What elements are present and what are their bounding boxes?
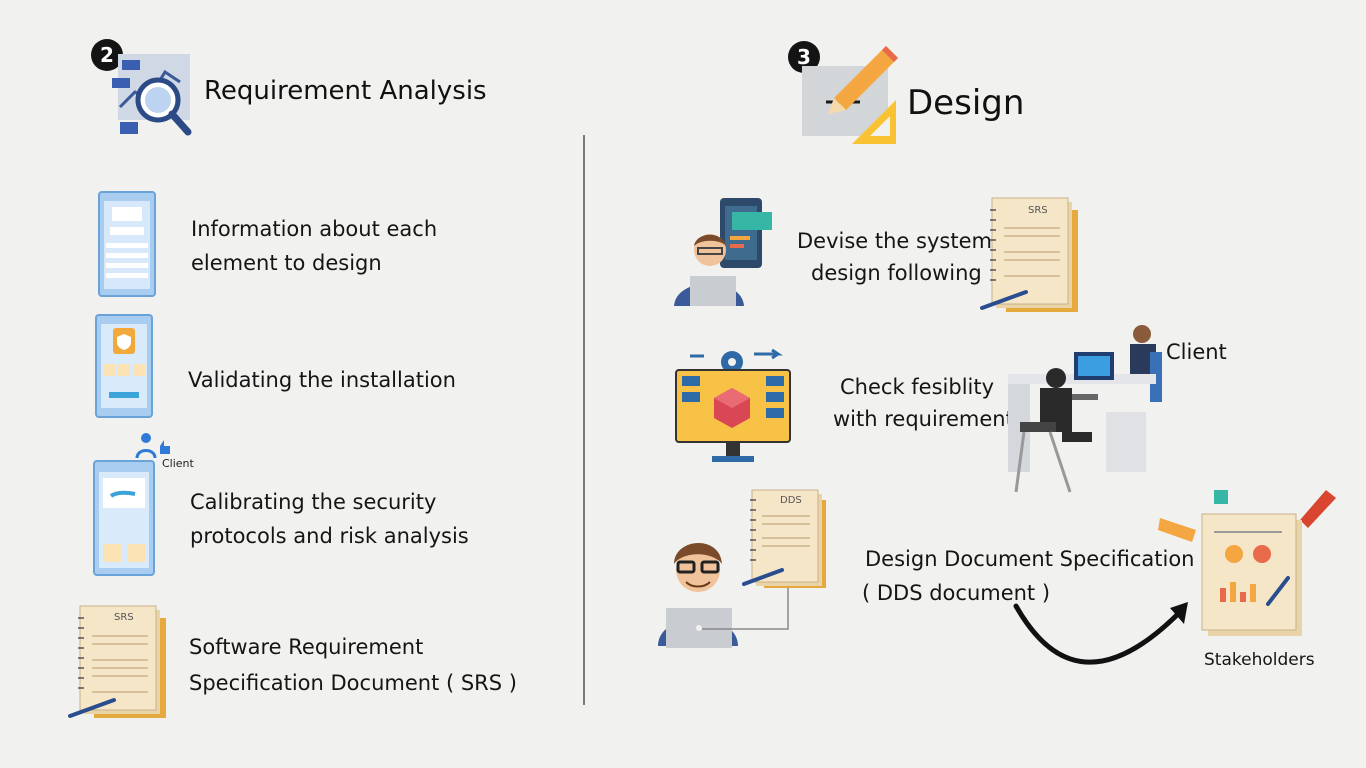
right-item-2-line1: Check fesiblity <box>840 375 995 399</box>
dds-document-label: DDS <box>780 495 802 506</box>
phone-risk-icon <box>93 460 155 576</box>
stakeholders-label: Stakeholders <box>1204 650 1315 670</box>
client-label: Client <box>1166 340 1227 364</box>
left-item-3-line1: Calibrating the security <box>190 490 437 514</box>
step-3-badge: 3 <box>788 41 820 73</box>
design-pencil-ruler-icon <box>802 46 898 144</box>
step-2-badge: 2 <box>91 39 123 71</box>
analysis-magnifier-icon <box>112 54 192 136</box>
client-meeting-illustration <box>1008 325 1162 493</box>
client-tag-label: Client <box>162 457 194 470</box>
right-item-2-line2: with requirements <box>833 407 1025 431</box>
section-divider <box>583 135 585 705</box>
left-item-3-line2: protocols and risk analysis <box>190 524 469 548</box>
dds-document-icon <box>742 489 826 588</box>
srs-document-icon <box>68 605 166 718</box>
stakeholders-report-icon <box>1158 490 1336 636</box>
developer-coding-icon <box>674 198 772 306</box>
design-heading: Design <box>907 83 1025 123</box>
right-item-1-line2: design following <box>811 261 982 285</box>
requirement-analysis-heading: Requirement Analysis <box>204 76 487 106</box>
right-item-3-line2: ( DDS document ) <box>862 581 1051 605</box>
right-item-1-line1: Devise the system <box>797 229 992 253</box>
right-item-3-line1: Design Document Specification <box>865 547 1195 571</box>
client-user-icon <box>135 433 170 459</box>
srs-document-icon-right <box>980 197 1078 312</box>
srs-document-label: SRS <box>114 612 134 623</box>
left-item-2-line1: Validating the installation <box>188 368 456 392</box>
phone-security-icon <box>95 314 153 418</box>
left-item-1-line1: Information about each <box>191 217 438 241</box>
monitor-cube-icon <box>675 348 791 462</box>
phone-wireframe-icon <box>98 191 156 297</box>
connector-line <box>702 587 789 630</box>
developer-laptop-icon <box>658 542 738 648</box>
left-item-1-line2: element to design <box>191 251 382 275</box>
srs-document-label-right: SRS <box>1028 205 1048 216</box>
left-item-4-line1: Software Requirement <box>189 635 424 659</box>
curved-arrow-icon <box>1013 602 1188 665</box>
left-item-4-line2: Specification Document ( SRS ) <box>189 671 517 695</box>
